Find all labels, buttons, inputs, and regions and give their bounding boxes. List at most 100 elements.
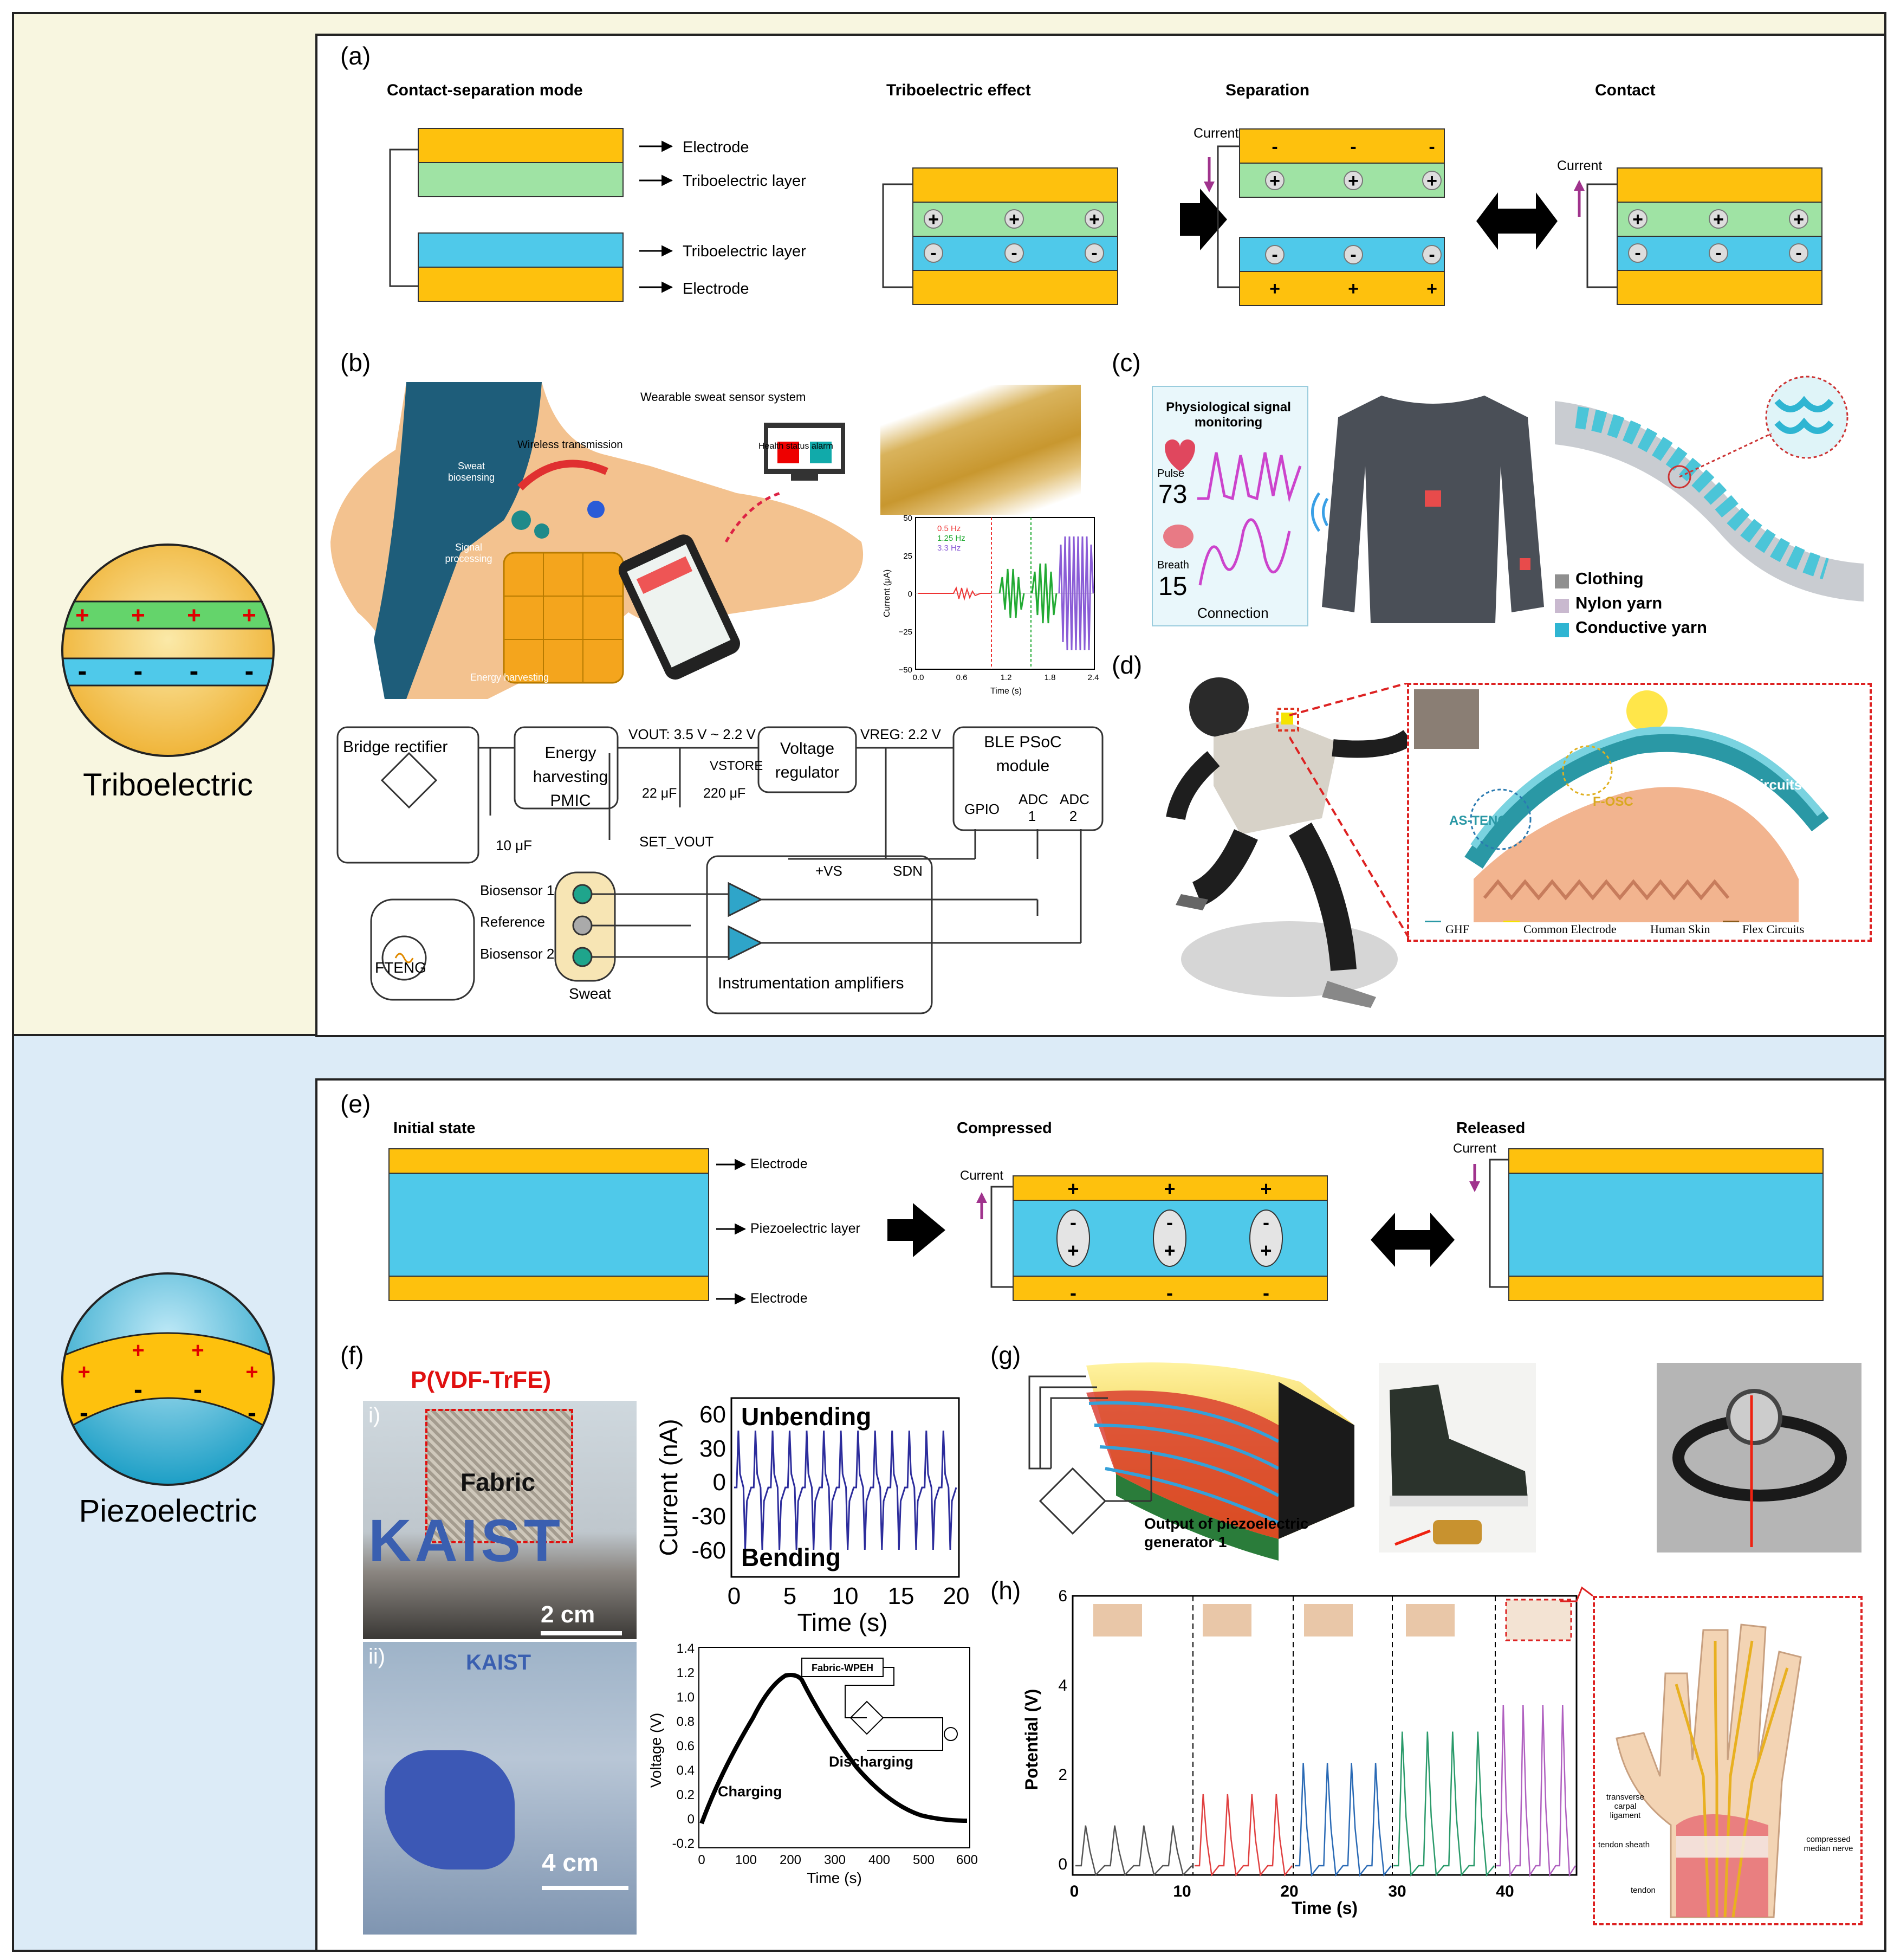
svg-text:-: - [193, 1375, 202, 1404]
panel-f-current-graph: 60 30 0 -30 -60 0 5 10 15 20 Time (s) Cu… [654, 1397, 969, 1636]
voltage-regulator-label: Voltage regulator [775, 740, 840, 781]
vs-label: +VS [815, 863, 842, 879]
output-generator-label: Output of piezoelectric generator 1 [1144, 1515, 1309, 1550]
svg-text:+: + [1260, 1239, 1272, 1262]
textile-structure [1555, 376, 1864, 637]
ylabel: Current (μA) [883, 570, 892, 617]
fabric-sample [425, 1409, 573, 1543]
ytick: 0.8 [677, 1715, 695, 1729]
zoom-connector-h [1560, 1586, 1593, 1602]
scale-line-1 [541, 1631, 622, 1635]
cap-22uF-label: 22 μF [642, 786, 677, 801]
ytick: 6 [1058, 1587, 1067, 1605]
ytick: 0 [713, 1469, 726, 1496]
legend-ghf: GHF [1445, 922, 1470, 936]
panel-a-tag: (a) [340, 42, 371, 70]
xtick: 300 [824, 1853, 846, 1867]
charging-label: Charging [718, 1783, 782, 1800]
ytick: 1.4 [677, 1642, 695, 1656]
triboelectric-icon: ++++ ---- [61, 544, 275, 757]
runner-illustration [1166, 677, 1414, 1008]
svg-text:-: - [1011, 243, 1017, 263]
xtick: 15 [888, 1583, 914, 1609]
svg-text:-: - [1263, 1282, 1269, 1304]
ytick: -30 [691, 1503, 726, 1530]
ytick: −50 [899, 665, 912, 675]
shoe-illustration [1390, 1385, 1528, 1546]
svg-text:-: - [1715, 243, 1721, 263]
sweat-biosensing-label: Sweat biosensing [447, 461, 495, 483]
adc1-label: ADC 1 [1019, 791, 1048, 824]
svg-text:+: + [75, 602, 89, 629]
xtick: 10 [832, 1583, 859, 1609]
panel-e-title-released: Released [1456, 1120, 1526, 1137]
ytick: -0.2 [672, 1836, 695, 1851]
adc2-label: ADC 2 [1060, 791, 1089, 824]
svg-text:-: - [1091, 243, 1097, 263]
svg-text:+: + [242, 602, 256, 629]
xtick: 2.4 [1088, 673, 1099, 682]
svg-text:+: + [1067, 1178, 1079, 1200]
triboelectric-label: Triboelectric [83, 767, 253, 803]
legend-0-5hz: 0.5 Hz [937, 524, 961, 533]
panel-h-potential-graph: 6 4 2 0 0 10 20 30 40 Time (s) Potential… [1022, 1587, 1578, 1918]
signal-processing-label: Signal processing [445, 542, 492, 564]
xtick: 0 [698, 1853, 705, 1867]
svg-text:+: + [1164, 1239, 1175, 1262]
xtick: 10 [1173, 1883, 1191, 1900]
svg-text:+: + [77, 1360, 90, 1384]
panel-e-diagram: +++ --- +++ --- [388, 1148, 1824, 1305]
biosensor2-label: Biosensor 2 [480, 946, 555, 962]
cap-10uF-label: 10 μF [496, 837, 533, 853]
svg-text:+: + [1269, 171, 1280, 191]
svg-text:-: - [1272, 244, 1277, 265]
svg-text:-: - [1272, 137, 1277, 157]
as-teng-layers: AS-TENG F-OSC Flex Circuits [1414, 689, 1829, 922]
panel-a-label-electrode-bottom: Electrode [683, 280, 749, 297]
svg-text:-: - [1263, 1211, 1269, 1233]
panel-g-tag: (g) [990, 1341, 1021, 1369]
svg-text:-: - [1070, 1282, 1076, 1304]
svg-text:-: - [1166, 1282, 1173, 1304]
svg-text:+: + [132, 1338, 144, 1362]
panel-b-current-graph: 0.5 Hz 1.25 Hz 3.3 Hz 50 25 0 −25 −50 0.… [883, 514, 1099, 696]
wireless-label: Wireless transmission [517, 439, 623, 451]
ytick: 0.2 [677, 1788, 695, 1802]
monitor-card [1152, 386, 1308, 626]
panel-e-current-released: Current [1453, 1141, 1497, 1156]
svg-text:+: + [1793, 209, 1804, 230]
xtick: 100 [735, 1853, 757, 1867]
breath-value: 15 [1158, 572, 1188, 601]
material-label: P(VDF-TrFE) [411, 1367, 552, 1393]
pmic-label: Energy harvesting PMIC [533, 744, 608, 810]
energy-circuit-diagram [336, 726, 1104, 1014]
panel-e-current-compressed: Current [960, 1168, 1004, 1183]
unbending-label: Unbending [741, 1402, 871, 1431]
ylabel: Potential (V) [1022, 1689, 1041, 1790]
f-osc-label: F-OSC [1593, 794, 1633, 809]
sweat-sensor-illustration [330, 382, 864, 699]
svg-text:+: + [1067, 1239, 1079, 1262]
svg-text:-: - [80, 1399, 88, 1427]
svg-text:+: + [1426, 279, 1437, 299]
panel-e-tag: (e) [340, 1090, 371, 1118]
scale-bar-2: 4 cm [542, 1848, 599, 1877]
xtick: 500 [913, 1853, 935, 1867]
ytick: 4 [1058, 1677, 1067, 1694]
svg-text:+: + [1426, 171, 1437, 191]
piezoelectric-label: Piezoelectric [79, 1493, 257, 1529]
ytick: 60 [699, 1401, 726, 1428]
watch-illustration [1672, 1389, 1847, 1547]
connection-label: Connection [1197, 605, 1269, 621]
instrumentation-amplifiers-label: Instrumentation amplifiers [718, 974, 904, 992]
svg-text:+: + [1164, 1178, 1175, 1200]
svg-text:-: - [248, 1399, 256, 1427]
xtick: 20 [1280, 1883, 1298, 1900]
ytick: 50 [903, 514, 912, 523]
fteng-label: FTENG [375, 959, 426, 976]
panel-h-tag: (h) [990, 1576, 1021, 1605]
svg-text:-: - [1166, 1211, 1173, 1233]
anatomy-nerve-label: compressed median nerve [1804, 1835, 1853, 1853]
bending-label: Bending [741, 1543, 841, 1571]
svg-text:+: + [1260, 1178, 1272, 1200]
